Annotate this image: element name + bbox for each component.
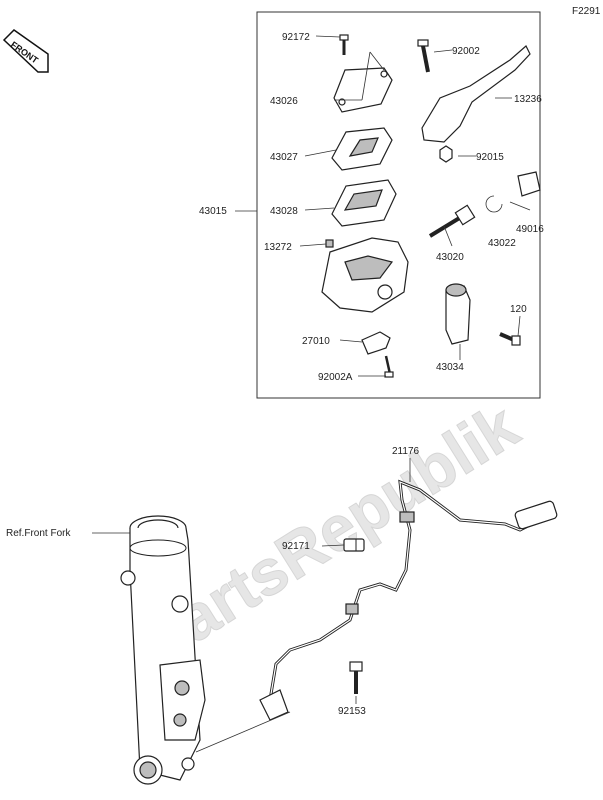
label-43026: 43026 [270, 96, 298, 107]
pivot-bolt-92002-icon [417, 39, 430, 73]
label-43022: 43022 [488, 238, 516, 249]
reference-line [195, 711, 291, 753]
label-92002a: 92002A [318, 372, 353, 383]
dust-boot-49016-icon [517, 171, 541, 197]
master-cylinder-body-icon [321, 237, 409, 313]
diaphragm-43028-icon [331, 179, 397, 227]
bolt-92153-icon [349, 661, 363, 694]
label-13272: 13272 [264, 242, 292, 253]
piston-assembly-43020-icon [428, 204, 476, 238]
label-43034: 43034 [436, 362, 464, 373]
leader-92171 [321, 544, 345, 547]
label-120: 120 [510, 304, 527, 315]
front-arrow-icon: FRONT [2, 29, 49, 73]
clamp-43034-icon [445, 283, 471, 345]
stop-switch-27010-icon [361, 331, 391, 355]
leader-lines [299, 35, 531, 377]
bolt-120-icon [499, 332, 521, 346]
brake-lever-13236-icon [421, 45, 531, 143]
label-13236: 13236 [514, 94, 542, 105]
label-43028: 43028 [270, 206, 298, 217]
screw-92172-icon [339, 34, 349, 55]
label-92015: 92015 [476, 152, 504, 163]
cap-92171-icon [343, 538, 365, 552]
assembly-box [256, 11, 541, 399]
circlip-43022-icon [485, 195, 503, 213]
label-43027: 43027 [270, 152, 298, 163]
label-92002: 92002 [452, 46, 480, 57]
label-92171: 92171 [282, 541, 310, 552]
label-92172: 92172 [282, 32, 310, 43]
figure-code: F2291 [572, 6, 601, 17]
ref-front-fork-label: Ref.Front Fork [6, 528, 71, 539]
fitting-13272-icon [325, 239, 334, 248]
sensor-cable-21176-icon [259, 479, 558, 721]
screw-92002a-icon [384, 355, 394, 378]
front-fork-leg-icon [120, 515, 206, 785]
label-43015: 43015 [199, 206, 227, 217]
label-21176: 21176 [392, 446, 420, 457]
nut-92015-icon [439, 145, 453, 163]
label-49016: 49016 [516, 224, 544, 235]
label-27010: 27010 [302, 336, 330, 347]
reservoir-cap-43026-icon [333, 67, 393, 113]
label-92153: 92153 [338, 706, 366, 717]
label-43020: 43020 [436, 252, 464, 263]
diaphragm-plate-43027-icon [331, 127, 393, 171]
